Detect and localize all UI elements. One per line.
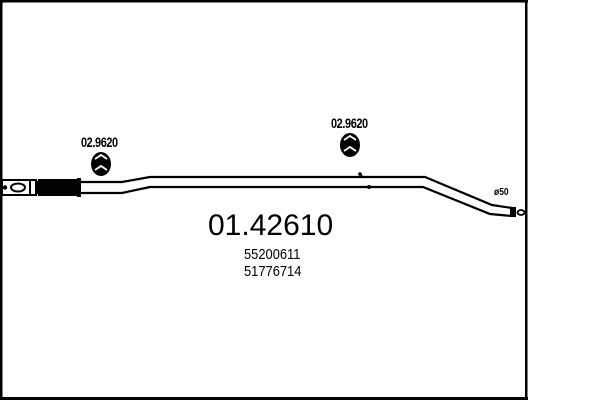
outlet-end bbox=[510, 207, 526, 217]
diameter-label: ø50 bbox=[494, 187, 509, 198]
exhaust-pipe-drawing bbox=[0, 0, 528, 400]
oe-number-2: 51776714 bbox=[244, 263, 302, 280]
rubber-hanger-left-icon bbox=[91, 152, 111, 176]
part-number: 01.42610 bbox=[208, 209, 334, 242]
hanger-left-label: 02.9620 bbox=[81, 134, 118, 150]
inlet-connector bbox=[1, 178, 81, 197]
hanger-center-label: 02.9620 bbox=[331, 115, 368, 131]
oe-number-1: 55200611 bbox=[244, 246, 301, 263]
rubber-hanger-center-icon bbox=[340, 133, 360, 157]
drawing-frame bbox=[0, 0, 528, 400]
